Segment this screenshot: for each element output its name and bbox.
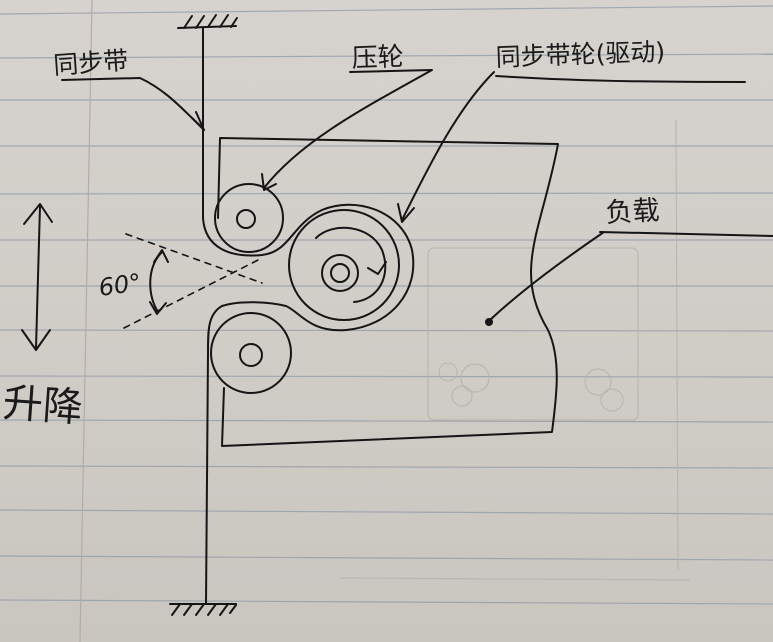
angle-construction-lines xyxy=(123,233,263,329)
lower-pressure-roller xyxy=(210,312,292,394)
label-belt: 同步带 xyxy=(52,46,129,80)
timing-belt xyxy=(202,27,415,605)
lower-roller-hub xyxy=(239,343,263,367)
label-drive-pulley: 同步带轮(驱动) xyxy=(495,37,665,72)
upper-roller-hub xyxy=(236,209,256,229)
pulley-leader-arrowhead xyxy=(397,203,415,223)
bottom-fixed-support xyxy=(169,603,237,616)
roller-leader xyxy=(263,69,433,189)
drive-pulley xyxy=(288,209,400,321)
ruled-lines xyxy=(0,5,773,605)
angle-arc xyxy=(149,251,163,313)
lift-double-arrow xyxy=(21,203,53,351)
angle-arrowhead-top xyxy=(153,249,169,263)
margin-line xyxy=(79,0,93,642)
drive-pulley-hub xyxy=(321,254,359,292)
top-fixed-support xyxy=(177,14,238,29)
label-load: 负载 xyxy=(605,195,661,229)
label-lift: 升降 xyxy=(1,380,84,431)
upper-pressure-roller xyxy=(214,183,284,253)
roller-leader-arrowhead xyxy=(261,173,277,191)
load-carriage xyxy=(217,137,559,447)
bleed-through-sketch xyxy=(339,119,691,581)
label-angle: 60° xyxy=(97,268,143,302)
drive-pulley-axle xyxy=(330,263,350,283)
belt-leader-arrowhead xyxy=(191,111,205,131)
label-pressure-roller: 压轮 xyxy=(351,42,404,74)
drive-pulley-inner-ring xyxy=(315,226,387,303)
pulley-leader xyxy=(401,71,746,221)
sketch-lines xyxy=(21,14,773,616)
load-leader xyxy=(489,231,773,321)
load-leader-dot xyxy=(485,318,493,326)
rotation-arrowhead xyxy=(367,261,387,275)
angle-arrowhead-bottom xyxy=(149,301,167,315)
belt-leader xyxy=(61,77,204,129)
